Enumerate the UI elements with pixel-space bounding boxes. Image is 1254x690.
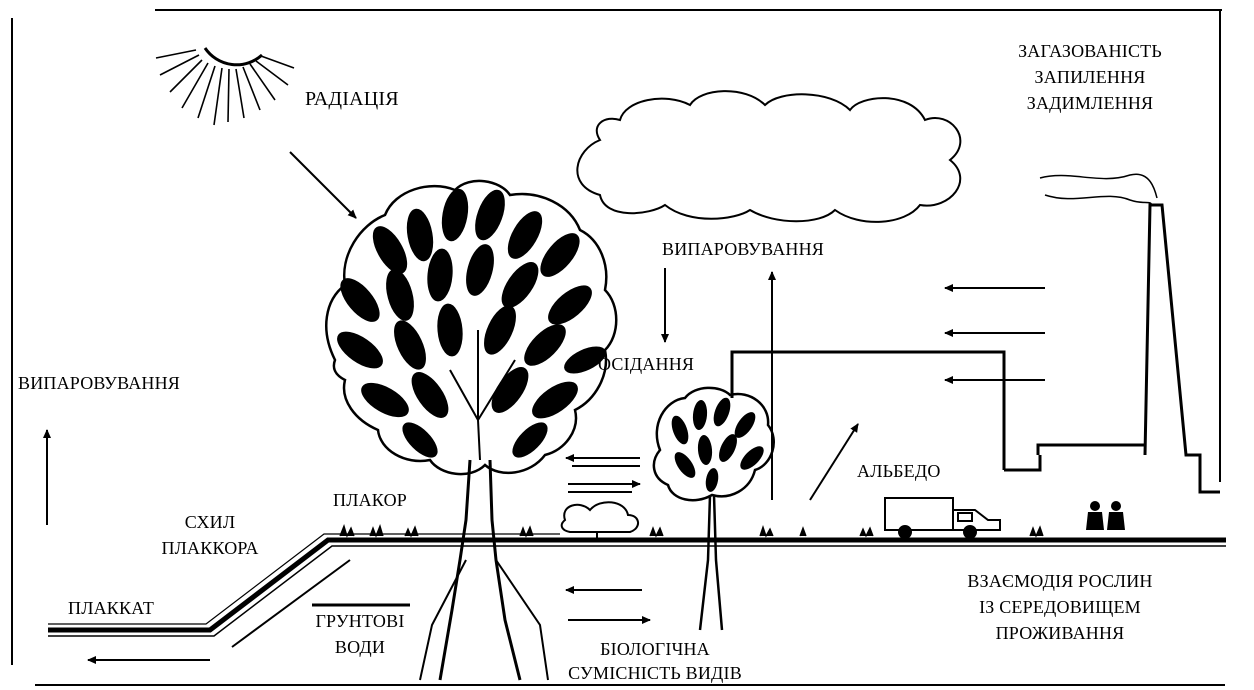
pollution-label-2: ЗАПИЛЕННЯ bbox=[1010, 66, 1170, 89]
groundwater-label-2: ВОДИ bbox=[300, 636, 420, 659]
settling-label: ОСІДАННЯ bbox=[598, 353, 694, 376]
slope-label-1: СХИЛ bbox=[155, 511, 265, 534]
shrub bbox=[562, 502, 638, 540]
pollution-label-3: ЗАДИМЛЕННЯ bbox=[1010, 92, 1170, 115]
albedo-label: АЛЬБЕДО bbox=[857, 460, 941, 483]
interaction-label-2: ІЗ СЕРЕДОВИЩЕМ bbox=[945, 596, 1175, 619]
evaporation-center-label: ВИПАРОВУВАННЯ bbox=[662, 238, 824, 261]
albedo-arrow bbox=[810, 424, 858, 500]
slope-label-2: ПЛАККОРА bbox=[155, 537, 265, 560]
biocompat-label-2: СУМІСНІСТЬ ВИДІВ bbox=[545, 662, 765, 685]
pollution-label-1: ЗАГАЗОВАНІСТЬ bbox=[1010, 40, 1170, 63]
biocompat-label-1: БІОЛОГІЧНА bbox=[545, 638, 765, 661]
pollution-arrows bbox=[945, 288, 1045, 380]
radiation-arrow bbox=[290, 152, 356, 218]
smoke-plume bbox=[1040, 174, 1157, 205]
cloud-icon bbox=[577, 91, 960, 222]
radiation-label: РАДІАЦІЯ bbox=[305, 88, 399, 111]
plakor-label: ПЛАКОР bbox=[333, 489, 407, 512]
interaction-label-3: ПРОЖИВАННЯ bbox=[945, 622, 1175, 645]
large-tree-leaves bbox=[332, 186, 609, 462]
interaction-label-1: ВЗАЄМОДІЯ РОСЛИН bbox=[945, 570, 1175, 593]
plakkat-label: ПЛАККАТ bbox=[68, 597, 154, 620]
people-icon bbox=[1086, 501, 1125, 530]
evaporation-left-label: ВИПАРОВУВАННЯ bbox=[18, 372, 180, 395]
groundwater-label-1: ГРУНТОВІ bbox=[300, 610, 420, 633]
truck-icon bbox=[885, 498, 1000, 538]
sun-icon bbox=[156, 48, 294, 125]
